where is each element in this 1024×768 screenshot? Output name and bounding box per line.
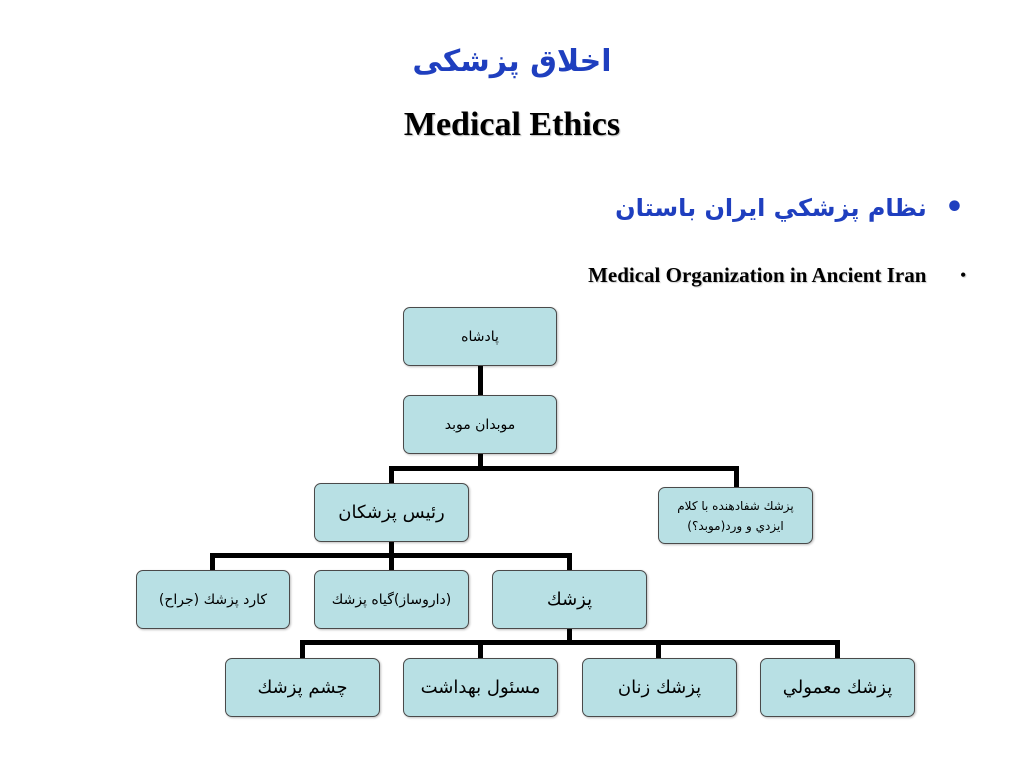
connector-line (389, 541, 394, 555)
bullet-marker: • (960, 266, 966, 284)
node-general-physician: پزشك معمولي (760, 658, 915, 717)
bullet-item-persian: • نظام پزشكي ايران باستان (615, 190, 964, 225)
bullet-item-english: • Medical Organization in Ancient Iran (588, 263, 966, 288)
connector-line (835, 640, 840, 658)
node-physician: پزشك (492, 570, 647, 629)
bullet-text-persian: نظام پزشكي ايران باستان (615, 193, 927, 222)
connector-line (478, 366, 483, 396)
connector-line (389, 553, 394, 570)
node-knife-physician: کارد پزشك (جراح) (136, 570, 290, 629)
node-chief-priest: موبدان موبد (403, 395, 557, 454)
connector-line (210, 553, 215, 570)
connector-line (478, 453, 483, 469)
node-king: پادشاه (403, 307, 557, 366)
connector-line (389, 466, 394, 483)
connector-line (478, 640, 483, 658)
slide-title-persian: اخلاق پزشکی (412, 44, 612, 79)
connector-line (734, 466, 739, 487)
connector-line (300, 640, 840, 645)
connector-line (389, 466, 739, 471)
connector-line (300, 640, 305, 658)
node-word-healer: پزشك شفادهنده با كلام ايزدي و ورد(موبد؟) (658, 487, 813, 544)
bullet-text-english: Medical Organization in Ancient Iran (588, 263, 927, 287)
node-chief-physicians: رئیس پزشکان (314, 483, 469, 542)
slide-title-english: Medical Ethics (403, 106, 621, 143)
node-eye-physician: چشم پزشك (225, 658, 380, 717)
connector-line (567, 628, 572, 642)
node-herbal-physician: (داروساز)گیاه پزشك (314, 570, 469, 629)
connector-line (567, 553, 572, 570)
node-women-physician: پزشك زنان (582, 658, 737, 717)
node-hygiene-officer: مسئول بهداشت (403, 658, 558, 717)
bullet-marker: • (944, 190, 964, 225)
connector-line (656, 640, 661, 658)
